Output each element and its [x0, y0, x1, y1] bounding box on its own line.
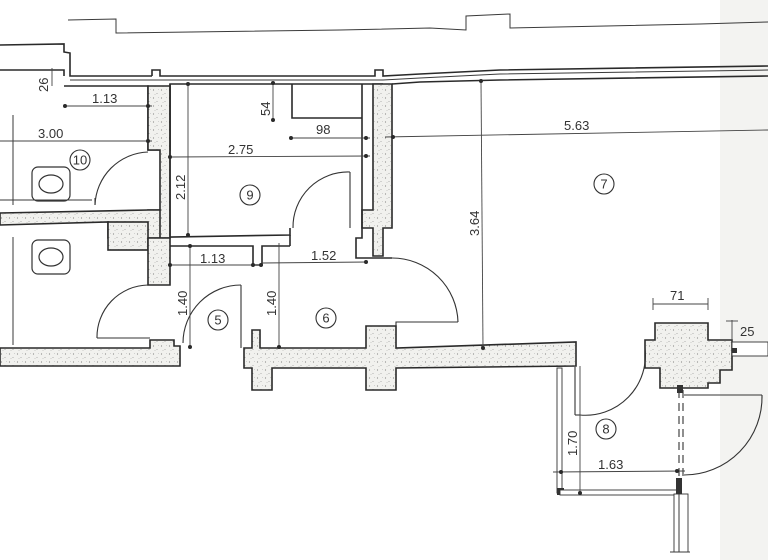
svg-text:5: 5: [214, 313, 221, 328]
svg-text:6: 6: [322, 311, 329, 326]
room-label-7[interactable]: 7: [593, 173, 615, 195]
dimension-labels: 26 1.13 3.00 54 98 2.75 2.12 5.63 3.64 1…: [36, 78, 754, 472]
dim-2-12: 2.12: [173, 175, 188, 200]
dim-5-63: 5.63: [564, 118, 589, 133]
door-swing-lower-bath: [96, 284, 149, 339]
door-swing-exterior: [683, 394, 763, 476]
room-label-8[interactable]: 8: [595, 418, 617, 440]
dim-1-13-mid: 1.13: [200, 251, 225, 266]
door-swing-room-8: [579, 347, 646, 416]
room-label-9[interactable]: 9: [239, 184, 261, 206]
dim-71: 71: [670, 288, 684, 303]
dim-1-52: 1.52: [311, 248, 336, 263]
dim-98: 98: [316, 122, 330, 137]
door-swing-room-9: [292, 171, 351, 229]
dim-54: 54: [258, 102, 273, 116]
door-swing-room-5: [182, 284, 242, 344]
dimension-lines: [0, 68, 768, 495]
dim-1-40-left: 1.40: [175, 291, 190, 316]
doors: [94, 151, 763, 476]
svg-text:10: 10: [73, 153, 87, 168]
room-8-windows: [556, 341, 768, 553]
dim-1-63: 1.63: [598, 457, 623, 472]
svg-text:7: 7: [600, 177, 607, 192]
dim-3-64: 3.64: [467, 211, 482, 236]
room-9-walls: [169, 84, 392, 266]
room-label-10[interactable]: 10: [69, 149, 91, 171]
dim-1-13-top: 1.13: [92, 91, 117, 106]
svg-text:8: 8: [602, 422, 609, 437]
scan-shade: [720, 0, 768, 560]
dim-1-40-right: 1.40: [264, 291, 279, 316]
door-swing-room-10: [94, 151, 149, 206]
dim-3-00: 3.00: [38, 126, 63, 141]
room-10-fixtures: [0, 115, 92, 345]
dim-26: 26: [36, 78, 51, 92]
room-labels: 10 9 7 5 6 8: [69, 149, 617, 440]
dim-2-75: 2.75: [228, 142, 253, 157]
concrete-walls: [0, 83, 733, 391]
room-label-6[interactable]: 6: [315, 307, 337, 329]
room-label-5[interactable]: 5: [207, 309, 229, 331]
svg-text:9: 9: [246, 188, 253, 203]
dim-1-70: 1.70: [565, 431, 580, 456]
dim-25: 25: [740, 324, 754, 339]
door-swing-room-7: [391, 257, 459, 323]
outer-facade: [67, 13, 768, 34]
